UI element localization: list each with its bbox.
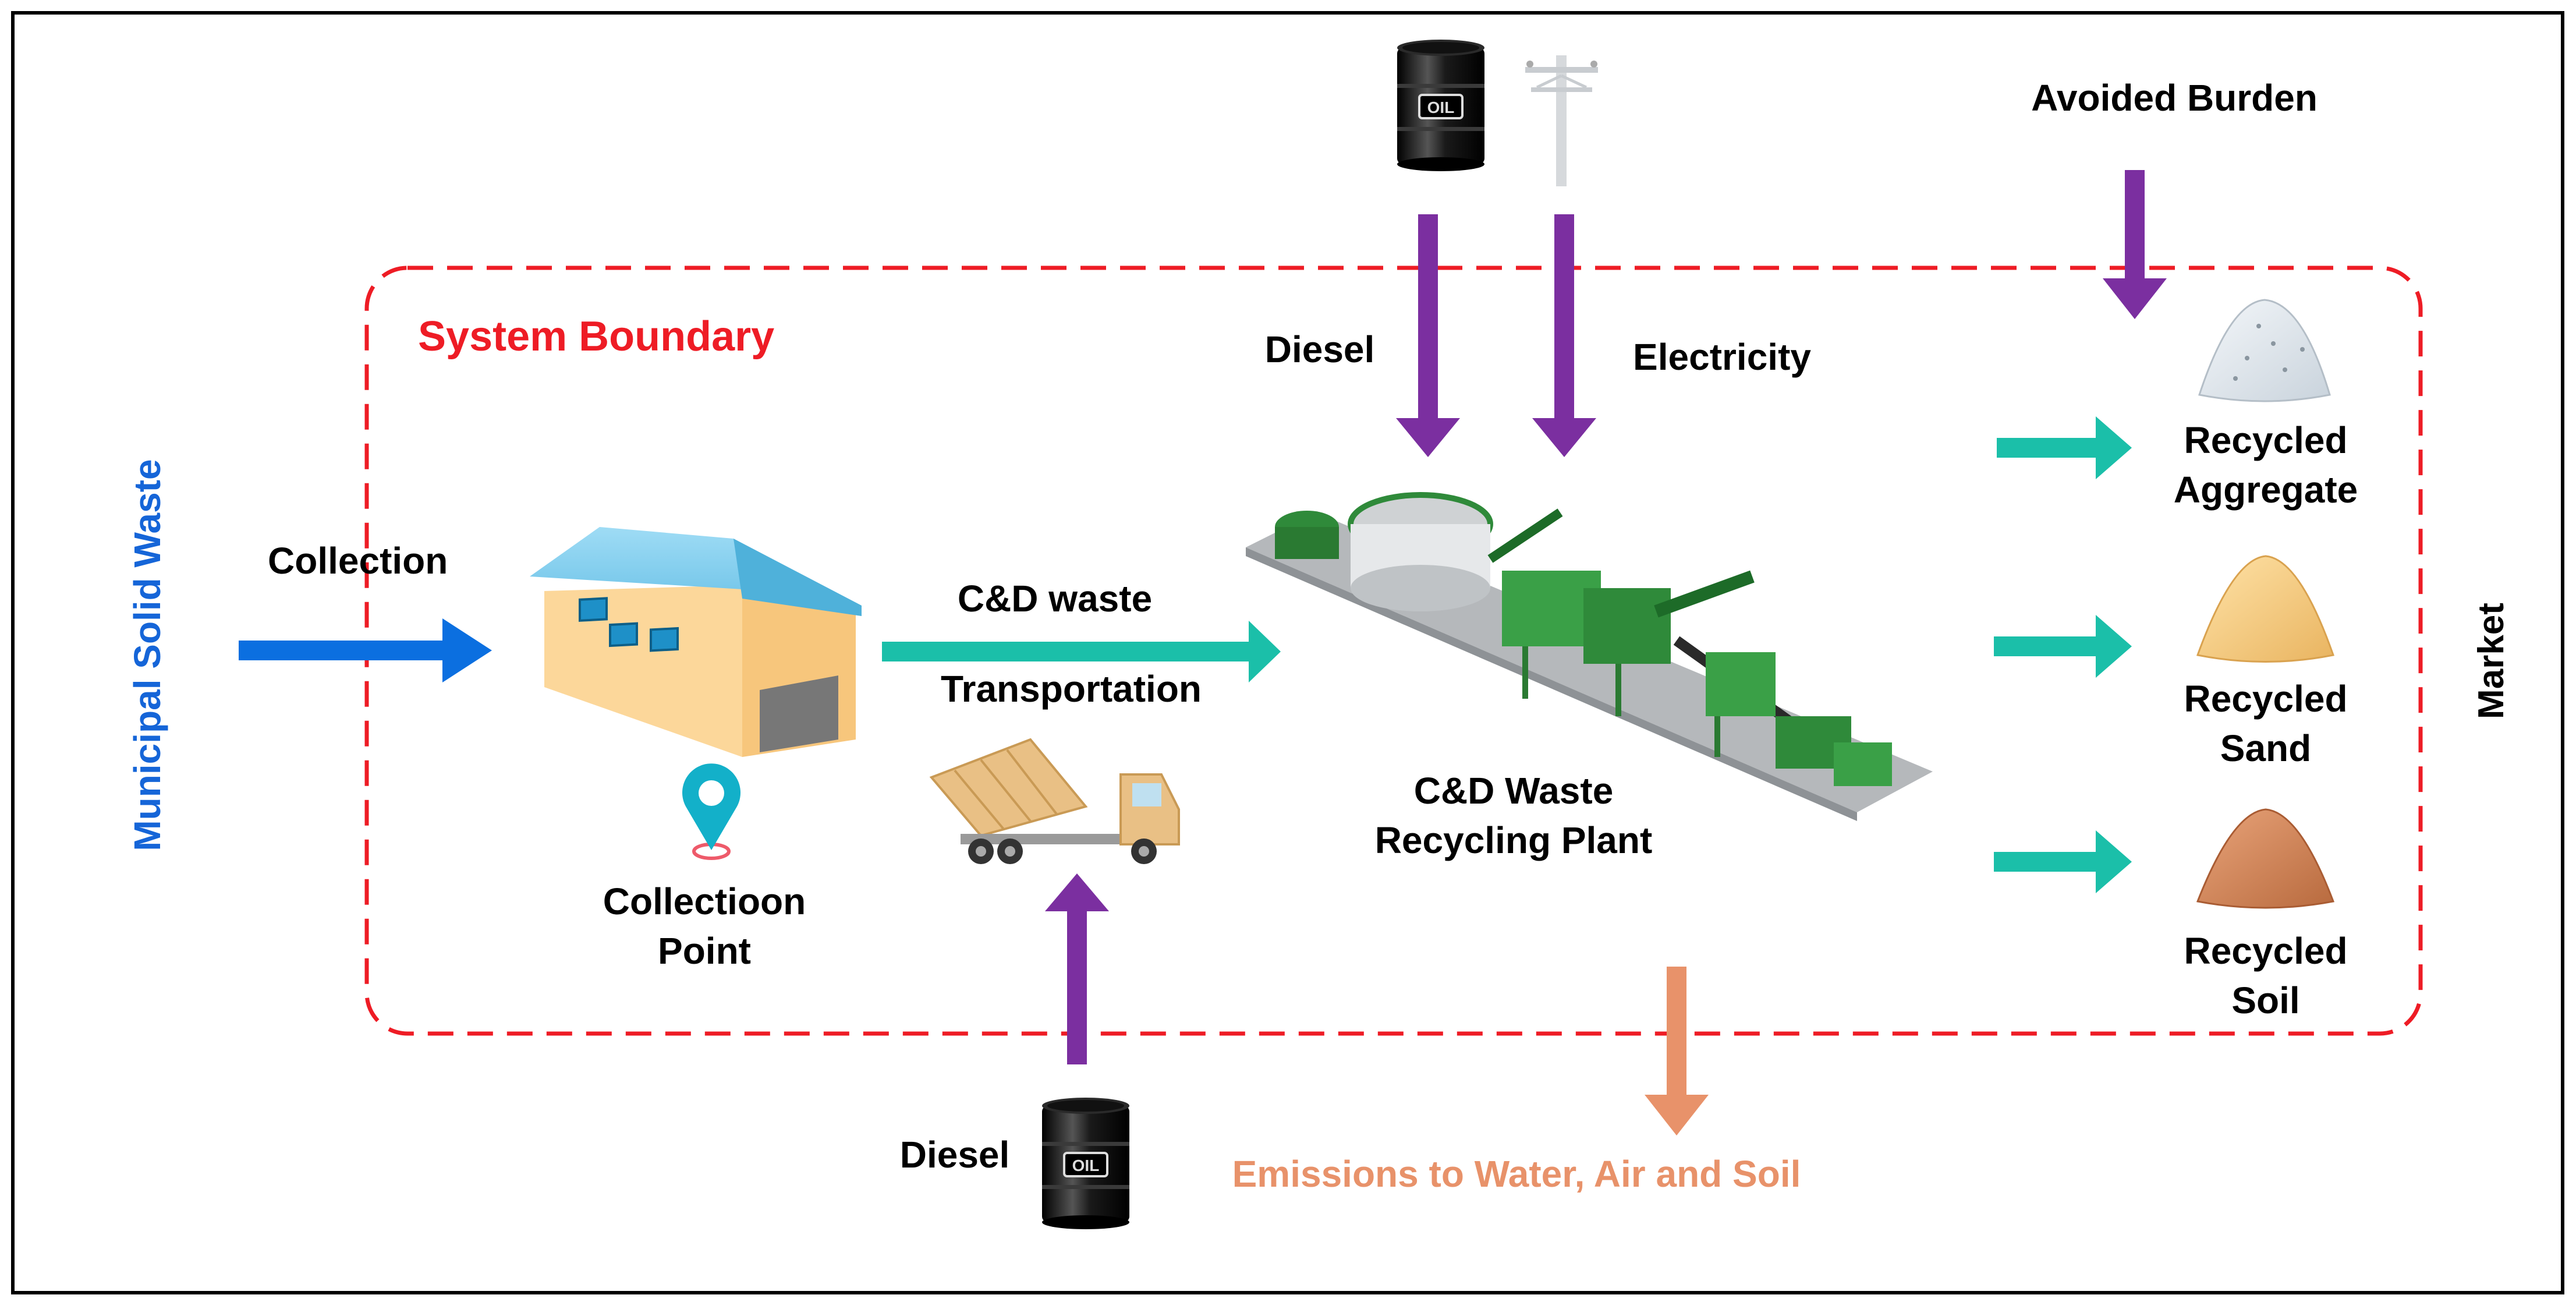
location-pin-icon [682,763,740,860]
electricity-arrow [1532,214,1596,457]
power-pole-icon [1525,55,1598,186]
collection-point-label-line1: Collectioon [603,880,806,922]
diesel-plant-label: Diesel [1265,328,1375,370]
market-label: Market [2471,603,2511,719]
diesel-transport-arrow [1045,873,1109,1064]
soil-arrow [1994,830,2132,893]
product-sand-line1: Recycled [2184,678,2347,720]
collection-arrow [239,618,492,682]
soil-pile-icon [2196,808,2335,909]
oil-barrel-label: OIL [1072,1156,1100,1174]
diesel-plant-arrow [1396,214,1460,457]
product-soil-line1: Recycled [2184,930,2347,972]
product-aggregate-line2: Aggregate [2174,469,2358,511]
sand-pile-icon [2196,555,2334,663]
product-sand-line2: Sand [2220,727,2311,769]
emissions-arrow [1645,967,1709,1135]
avoided-burden-label: Avoided Burden [2031,77,2318,119]
diesel-transport-label: Diesel [900,1134,1010,1176]
electricity-label: Electricity [1633,336,1811,378]
cd-waste-label: C&D waste [958,578,1152,620]
oil-barrel-icon: OIL [1396,38,1486,172]
plant-label-line1: C&D Waste [1414,770,1614,812]
avoided-burden-arrow [2103,170,2167,319]
dump-truck-icon [929,738,1180,864]
transportation-label: Transportation [941,668,1202,710]
oil-barrel-label: OIL [1427,98,1455,116]
system-boundary-label: System Boundary [418,313,774,360]
aggregate-arrow [1997,416,2132,479]
municipal-solid-waste-label: Municipal Solid Waste [126,459,168,851]
emissions-label: Emissions to Water, Air and Soil [1232,1153,1801,1195]
product-soil-line2: Soil [2231,979,2299,1021]
collection-point-label-line2: Point [658,930,751,972]
sand-arrow [1994,615,2132,678]
product-aggregate-line1: Recycled [2184,419,2347,461]
recycling-plant-icon [1246,492,1933,821]
warehouse-icon [530,527,862,757]
outer-frame [11,11,2564,1294]
aggregate-pile-icon [2198,299,2331,402]
plant-label-line2: Recycling Plant [1375,819,1653,861]
cd-waste-arrow [882,621,1281,682]
oil-barrel-icon: OIL [1041,1096,1131,1230]
collection-label: Collection [268,540,448,582]
